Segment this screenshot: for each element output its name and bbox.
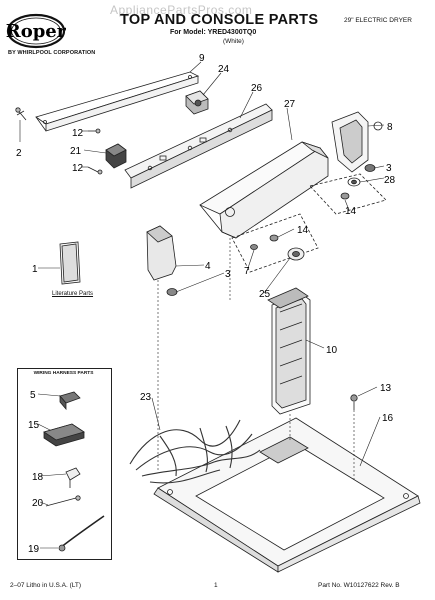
brand-name: Roper bbox=[6, 21, 66, 42]
callout-2: 2 bbox=[16, 148, 22, 159]
part-12-screws bbox=[87, 128, 103, 175]
model-color: (White) bbox=[223, 38, 244, 45]
part-16-top-panel bbox=[153, 417, 421, 573]
callout-9: 9 bbox=[199, 53, 205, 64]
part-27-console-panel bbox=[199, 141, 329, 239]
part-9-bracket bbox=[35, 71, 200, 132]
callout-10: 10 bbox=[326, 345, 338, 356]
callout-18: 18 bbox=[32, 472, 44, 483]
part-24-component bbox=[185, 90, 209, 115]
part-14-bushing bbox=[269, 234, 279, 242]
callout-5: 5 bbox=[30, 390, 36, 401]
part-13-screw bbox=[350, 394, 358, 410]
callout-16: 16 bbox=[382, 413, 394, 424]
assembly-outline-knob bbox=[231, 213, 319, 273]
callout-14: 14 bbox=[345, 206, 357, 217]
callout-24: 24 bbox=[218, 64, 230, 75]
part-25-knob bbox=[287, 247, 305, 261]
part-21-switch bbox=[105, 143, 127, 169]
literature-parts-label: Literature Parts bbox=[52, 291, 94, 297]
part-18-clip bbox=[65, 467, 81, 488]
callout-8: 8 bbox=[387, 122, 393, 133]
assembly-outline-right bbox=[309, 173, 387, 215]
part-2-screw bbox=[15, 107, 27, 121]
callout-15: 15 bbox=[28, 420, 40, 431]
wiring-harness-inset bbox=[37, 391, 105, 552]
inset-leaders bbox=[37, 393, 67, 549]
callout-7: 7 bbox=[244, 266, 250, 277]
callout-26: 26 bbox=[251, 83, 263, 94]
part-3-clip bbox=[364, 164, 376, 172]
part-8-end-cap bbox=[331, 111, 383, 173]
footer-part-number: Part No. W10127622 Rev. B bbox=[318, 582, 400, 589]
callout-3: 3 bbox=[225, 269, 231, 280]
part-5-connector bbox=[59, 391, 81, 411]
part-4-cover bbox=[146, 225, 177, 281]
callout-4: 4 bbox=[205, 261, 211, 272]
part-15-terminal-block bbox=[43, 423, 85, 447]
callout-23: 23 bbox=[140, 392, 152, 403]
callout-14: 14 bbox=[297, 225, 309, 236]
brand-subtitle: BY WHIRLPOOL CORPORATION bbox=[8, 50, 96, 56]
callout-13: 13 bbox=[380, 383, 392, 394]
part-10-lint-screen bbox=[267, 287, 311, 415]
part-28-knob bbox=[347, 177, 361, 187]
callout-21: 21 bbox=[70, 146, 82, 157]
callout-leaders bbox=[19, 61, 385, 467]
callout-20: 20 bbox=[32, 498, 44, 509]
footer-litho: 2–07 Litho in U.S.A. (LT) bbox=[10, 582, 82, 589]
leader-lines bbox=[157, 238, 355, 480]
part-3-clip-lower bbox=[166, 288, 178, 296]
callout-1: 1 bbox=[32, 264, 38, 275]
callout-28: 28 bbox=[384, 175, 396, 186]
page-title: TOP AND CONSOLE PARTS bbox=[120, 12, 319, 28]
model-number: For Model: YRED4300TQ0 bbox=[170, 29, 257, 36]
callout-27: 27 bbox=[284, 99, 296, 110]
callout-19: 19 bbox=[28, 544, 40, 555]
part-19-strap bbox=[58, 515, 105, 552]
wiring-harness-title: WIRING HARNESS PARTS bbox=[33, 371, 94, 376]
watermark: AppliancePartsPros.com bbox=[110, 3, 253, 17]
part-1-literature bbox=[59, 241, 81, 285]
callout-12: 12 bbox=[72, 163, 84, 174]
part-26-console-bracket bbox=[124, 103, 273, 189]
footer-page-number: 1 bbox=[214, 582, 218, 589]
callout-3: 3 bbox=[386, 163, 392, 174]
roper-logo: Roper bbox=[6, 12, 67, 50]
product-type: 29" ELECTRIC DRYER bbox=[344, 17, 412, 24]
part-7-indicator bbox=[250, 244, 258, 250]
part-20-tie bbox=[45, 495, 81, 507]
callout-25: 25 bbox=[259, 289, 271, 300]
part-14-bushing-right bbox=[340, 192, 350, 200]
callout-12: 12 bbox=[72, 128, 84, 139]
wiring-harness-box bbox=[17, 368, 112, 560]
part-23-wire-harness bbox=[129, 419, 261, 484]
